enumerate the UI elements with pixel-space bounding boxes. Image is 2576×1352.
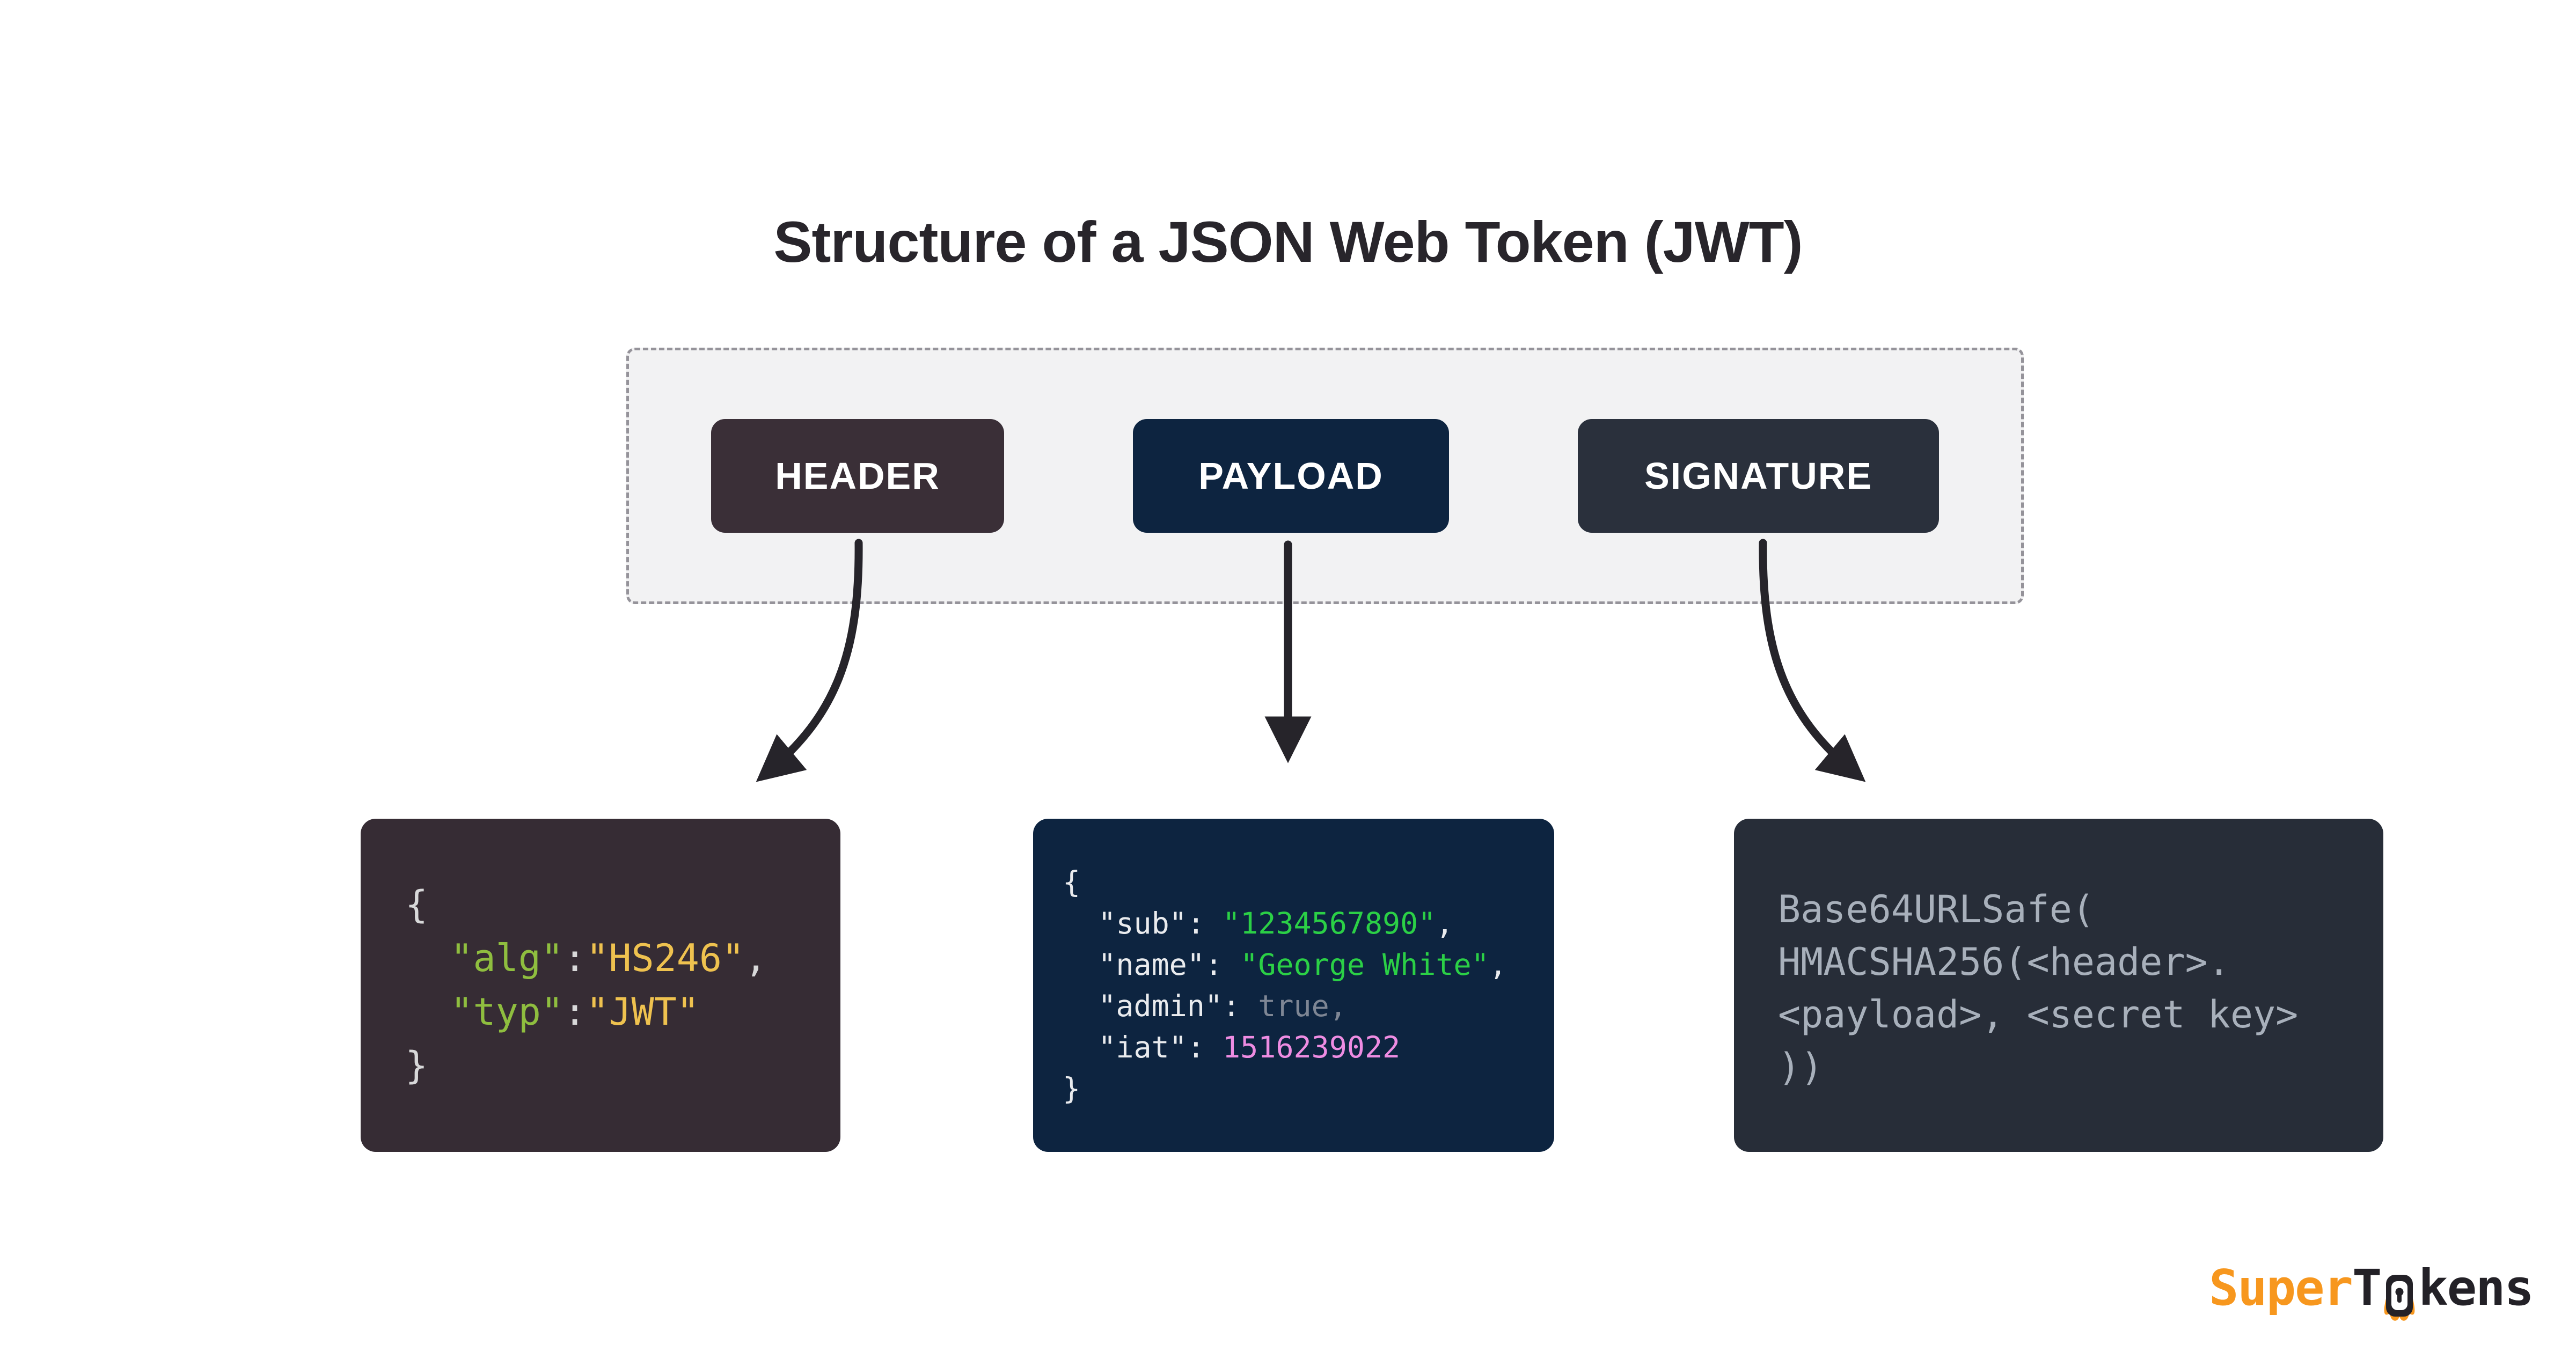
token-keyhole-icon — [2384, 1275, 2415, 1321]
payload-pill-label: PAYLOAD — [1198, 455, 1384, 497]
header-pill: HEADER — [711, 419, 1004, 533]
page-title: Structure of a JSON Web Token (JWT) — [773, 209, 1803, 275]
logo-kens-text: kens — [2418, 1259, 2534, 1317]
signature-code-box: Base64URLSafe(HMACSHA256(<header>.<paylo… — [1734, 819, 2383, 1152]
payload-code-box: { "sub": "1234567890", "name": "George W… — [1033, 819, 1554, 1152]
signature-pill-label: SIGNATURE — [1644, 455, 1873, 497]
signature-pill: SIGNATURE — [1578, 419, 1939, 533]
logo-super-text: Super — [2209, 1259, 2353, 1317]
jwt-token-container: HEADER PAYLOAD SIGNATURE — [626, 348, 2024, 604]
header-pill-label: HEADER — [775, 455, 940, 497]
logo-t-text: T — [2352, 1259, 2382, 1317]
payload-pill: PAYLOAD — [1133, 419, 1449, 533]
header-code-box: { "alg":"HS246", "typ":"JWT"} — [361, 819, 840, 1152]
